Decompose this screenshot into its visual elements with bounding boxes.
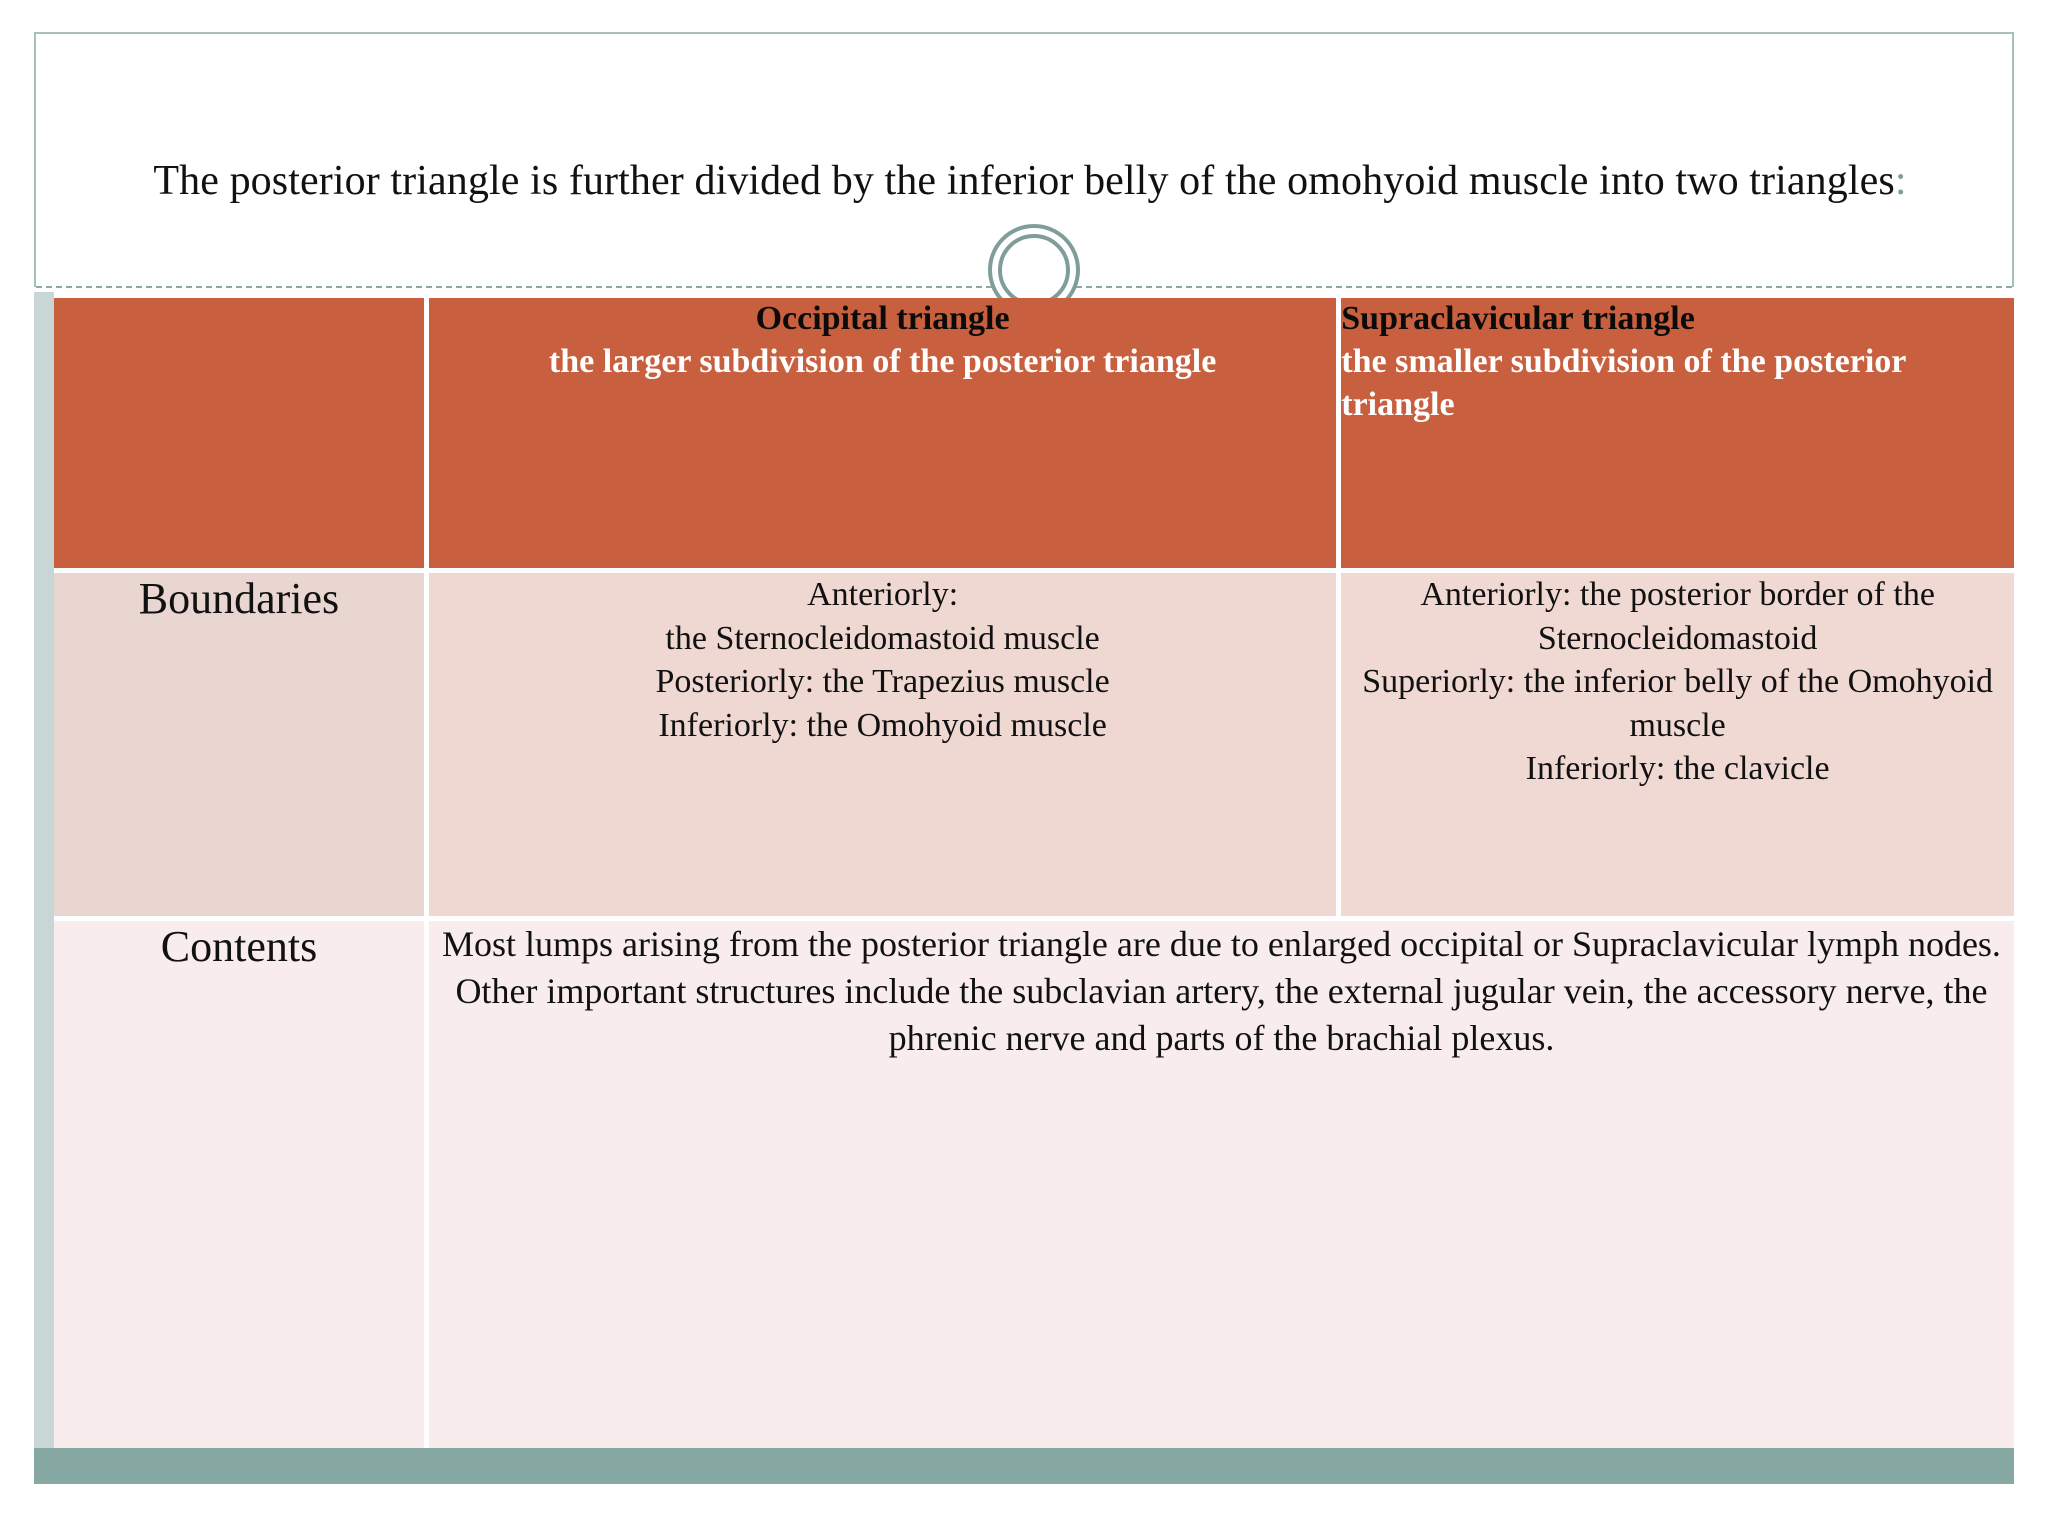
contents-merged-cell: Most lumps arising from the posterior tr… xyxy=(428,916,2014,1454)
boundaries-supraclavicular-line-3: Inferiorly: the clavicle xyxy=(1525,750,1830,788)
occipital-header-title: Occipital triangle xyxy=(755,300,1010,337)
ring-inner-circle xyxy=(998,234,1070,298)
header-cell-supraclavicular: Supraclavicular triangle the smaller sub… xyxy=(1341,298,2014,568)
boundaries-occipital-cell: Anteriorly: the Sternocleidomastoid musc… xyxy=(428,568,1342,916)
boundaries-supraclavicular-line-2: Superiorly: the inferior belly of the Om… xyxy=(1362,663,1994,744)
double-ring-circle-icon xyxy=(980,224,1100,298)
contents-paragraph-1: Most lumps arising from the posterior tr… xyxy=(442,924,2001,964)
boundaries-label-text: Boundaries xyxy=(138,574,340,623)
comparison-table: Occipital triangle the larger subdivisio… xyxy=(54,298,2014,1454)
header-cell-blank xyxy=(54,298,429,568)
header-cell-occipital: Occipital triangle the larger subdivisio… xyxy=(428,298,1342,568)
boundaries-occipital-line-2: the Sternocleidomastoid muscle xyxy=(665,619,1100,657)
bottom-accent-bar xyxy=(34,1448,2014,1484)
supraclavicular-header-title: Supraclavicular triangle xyxy=(1341,300,1695,337)
boundaries-supraclavicular-cell: Anteriorly: the posterior border of the … xyxy=(1341,568,2014,916)
row-label-contents: Contents xyxy=(54,916,429,1454)
page-title-text: The posterior triangle is further divide… xyxy=(153,158,1895,204)
table-row: Contents Most lumps arising from the pos… xyxy=(54,916,2014,1454)
bottom-accent-bar-left xyxy=(34,1448,54,1484)
supraclavicular-header-subtitle: the smaller subdivision of the posterior… xyxy=(1341,342,1906,423)
occipital-header-subtitle: the larger subdivision of the posterior … xyxy=(548,342,1217,380)
left-accent-strip xyxy=(34,292,54,1448)
title-placeholder-outline xyxy=(34,32,2014,287)
boundaries-occipital-line-1: Anteriorly: xyxy=(807,576,959,613)
table-header-row: Occipital triangle the larger subdivisio… xyxy=(54,298,2014,568)
boundaries-occipital-line-4: Inferiorly: the Omohyoid muscle xyxy=(658,706,1107,744)
boundaries-occipital-line-3: Posteriorly: the Trapezius muscle xyxy=(655,663,1110,701)
page-title: The posterior triangle is further divide… xyxy=(60,155,2000,208)
contents-paragraph-2: Other important structures include the s… xyxy=(455,970,1988,1058)
table-row: Boundaries Anteriorly: the Sternocleidom… xyxy=(54,568,2014,916)
boundaries-supraclavicular-line-1: Anteriorly: the posterior border of the … xyxy=(1420,576,1935,657)
page-title-colon: : xyxy=(1894,158,1907,204)
row-label-boundaries: Boundaries xyxy=(54,568,429,916)
contents-label-text: Contents xyxy=(160,922,318,971)
